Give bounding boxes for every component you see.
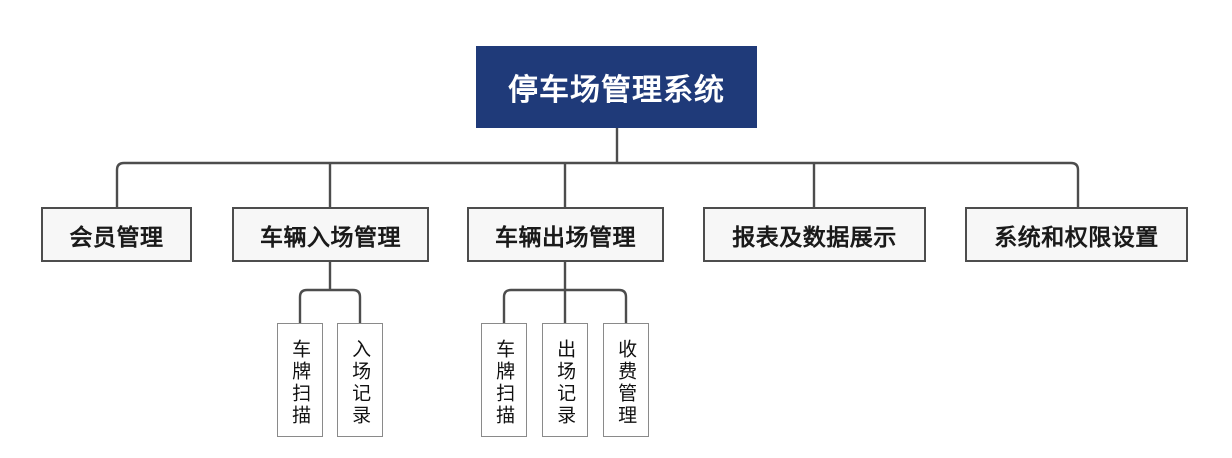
connector-entry-bus	[298, 288, 362, 323]
node-label: 报表及数据展示	[732, 224, 897, 251]
node-member-management[interactable]: 会员管理	[41, 207, 192, 262]
node-report-and-data-display[interactable]: 报表及数据展示	[703, 207, 926, 262]
node-system-and-permission-settings[interactable]: 系统和权限设置	[965, 207, 1188, 262]
node-label: 收费管理	[615, 339, 638, 427]
node-label: 车辆出场管理	[495, 224, 636, 251]
node-label: 系统和权限设置	[994, 224, 1159, 251]
node-label: 出场记录	[554, 339, 577, 427]
node-exit-record[interactable]: 出场记录	[542, 323, 588, 437]
node-label: 会员管理	[69, 224, 164, 251]
node-label: 车牌扫描	[289, 339, 312, 427]
node-root[interactable]: 停车场管理系统	[476, 46, 757, 128]
node-root-label: 停车场管理系统	[508, 73, 725, 108]
connector-bus-level2	[115, 161, 1080, 207]
node-entry-record[interactable]: 入场记录	[337, 323, 383, 437]
node-label: 入场记录	[349, 339, 372, 427]
node-vehicle-exit-management[interactable]: 车辆出场管理	[467, 207, 664, 262]
node-label: 车牌扫描	[493, 339, 516, 427]
node-entry-plate-scan[interactable]: 车牌扫描	[277, 323, 323, 437]
node-fee-management[interactable]: 收费管理	[603, 323, 649, 437]
connector-exit-bus	[502, 288, 628, 323]
node-vehicle-entry-management[interactable]: 车辆入场管理	[232, 207, 429, 262]
node-label: 车辆入场管理	[260, 224, 401, 251]
node-exit-plate-scan[interactable]: 车牌扫描	[481, 323, 527, 437]
